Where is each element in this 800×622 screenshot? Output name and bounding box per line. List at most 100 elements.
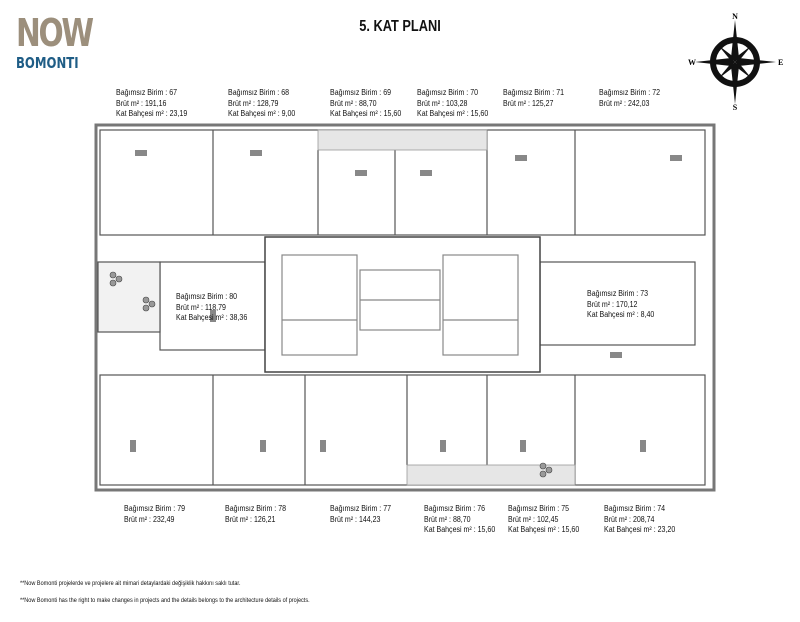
compass-rose-icon: N S W E	[688, 12, 783, 110]
unit-label: Bağımsız Birim :	[330, 88, 384, 97]
unit-id: 68	[281, 88, 290, 97]
unit-id: 79	[177, 504, 186, 513]
compass-w: W	[688, 58, 696, 67]
brut-value: 191,16	[144, 98, 167, 108]
garden-label: Kat Bahçesi m² :	[587, 310, 641, 319]
garden-value: 8,40	[640, 310, 655, 319]
brut-label: Brüt m² :	[424, 514, 453, 524]
brut-label: Brüt m² :	[599, 98, 628, 108]
unit-label: Bağımsız Birim :	[604, 504, 658, 513]
garden-value: 9,00	[281, 109, 296, 118]
brut-value: 103,28	[445, 98, 468, 108]
unit-72-label: Bağımsız Birim : 72 Brüt m² : 242,03	[599, 88, 660, 109]
unit-77-label: Bağımsız Birim : 77 Brüt m² : 144,23	[330, 504, 391, 525]
garden-label: Kat Bahçesi m² :	[176, 313, 230, 322]
unit-label: Bağımsız Birim :	[116, 88, 170, 97]
disclaimer-tr: **Now Bomonti projelerde ve projelere ai…	[20, 580, 241, 587]
unit-id: 80	[229, 292, 238, 301]
logo-bomonti: BOMONTI	[16, 54, 79, 72]
brut-value: 88,70	[358, 98, 377, 108]
garden-value: 15,60	[477, 525, 496, 534]
unit-label: Bağımsız Birim :	[599, 88, 653, 97]
brut-value: 128,79	[256, 98, 279, 108]
brut-value: 125,27	[531, 98, 554, 108]
unit-label: Bağımsız Birim :	[176, 292, 230, 301]
garden-label: Kat Bahçesi m² :	[424, 525, 478, 534]
unit-74-label: Bağımsız Birim : 74 Brüt m² : 208,74 Kat…	[604, 504, 675, 536]
unit-id: 73	[640, 289, 649, 298]
unit-80-label: Bağımsız Birim : 80 Brüt m² : 118,79 Kat…	[176, 292, 247, 324]
unit-76-label: Bağımsız Birim : 76 Brüt m² : 88,70 Kat …	[424, 504, 495, 536]
unit-70-label: Bağımsız Birim : 70 Brüt m² : 103,28 Kat…	[417, 88, 488, 120]
terrace-80	[97, 261, 161, 333]
unit-id: 69	[383, 88, 392, 97]
unit-label: Bağımsız Birim :	[587, 289, 641, 298]
unit-75-label: Bağımsız Birim : 75 Brüt m² : 102,45 Kat…	[508, 504, 579, 536]
brut-value: 102,45	[536, 514, 559, 524]
unit-79-label: Bağımsız Birim : 79 Brüt m² : 232,49	[124, 504, 185, 525]
unit-id: 72	[652, 88, 661, 97]
building-outline	[94, 123, 716, 492]
brut-label: Brüt m² :	[587, 299, 616, 309]
brut-value: 88,70	[452, 514, 471, 524]
unit-id: 76	[477, 504, 486, 513]
unit-id: 71	[556, 88, 565, 97]
brut-label: Brüt m² :	[124, 514, 153, 524]
brut-label: Brüt m² :	[330, 98, 359, 108]
garden-terrace-bottom	[406, 464, 576, 486]
unit-id: 74	[657, 504, 666, 513]
garden-label: Kat Bahçesi m² :	[417, 109, 471, 118]
garden-value: 23,20	[657, 525, 676, 534]
page-title: 5. KAT PLANI	[359, 18, 441, 35]
brut-value: 208,74	[632, 514, 655, 524]
garden-label: Kat Bahçesi m² :	[228, 109, 282, 118]
brut-value: 170,12	[615, 299, 638, 309]
garden-value: 38,36	[229, 313, 248, 322]
brut-label: Brüt m² :	[417, 98, 446, 108]
brut-label: Brüt m² :	[604, 514, 633, 524]
unit-71-label: Bağımsız Birim : 71 Brüt m² : 125,27	[503, 88, 564, 109]
unit-id: 70	[470, 88, 479, 97]
garden-value: 15,60	[470, 109, 489, 118]
compass-e: E	[778, 58, 783, 67]
compass-n: N	[732, 12, 738, 21]
unit-label: Bağımsız Birim :	[228, 88, 282, 97]
core	[264, 236, 541, 373]
unit-69-label: Bağımsız Birim : 69 Brüt m² : 88,70 Kat …	[330, 88, 401, 120]
brut-label: Brüt m² :	[503, 98, 532, 108]
brut-value: 232,49	[152, 514, 175, 524]
disclaimer-en: **Now Bomonti has the right to make chan…	[20, 597, 310, 604]
compass-s: S	[733, 103, 738, 110]
unit-id: 67	[169, 88, 178, 97]
garden-label: Kat Bahçesi m² :	[604, 525, 658, 534]
brut-value: 242,03	[627, 98, 650, 108]
unit-68-label: Bağımsız Birim : 68 Brüt m² : 128,79 Kat…	[228, 88, 295, 120]
garden-value: 23,19	[169, 109, 188, 118]
brut-label: Brüt m² :	[228, 98, 257, 108]
unit-label: Bağımsız Birim :	[508, 504, 562, 513]
garden-label: Kat Bahçesi m² :	[330, 109, 384, 118]
unit-label: Bağımsız Birim :	[330, 504, 384, 513]
unit-label: Bağımsız Birim :	[124, 504, 178, 513]
unit-78-label: Bağımsız Birim : 78 Brüt m² : 126,21	[225, 504, 286, 525]
garden-value: 15,60	[561, 525, 580, 534]
brut-value: 144,23	[358, 514, 381, 524]
unit-id: 78	[278, 504, 287, 513]
unit-id: 75	[561, 504, 570, 513]
garden-label: Kat Bahçesi m² :	[116, 109, 170, 118]
unit-label: Bağımsız Birim :	[503, 88, 557, 97]
unit-label: Bağımsız Birim :	[225, 504, 279, 513]
brut-label: Brüt m² :	[508, 514, 537, 524]
unit-id: 77	[383, 504, 392, 513]
unit-label: Bağımsız Birim :	[417, 88, 471, 97]
brut-label: Brüt m² :	[330, 514, 359, 524]
garden-value: 15,60	[383, 109, 402, 118]
now-bomonti-logo: NOW BOMONTI	[16, 14, 94, 72]
brut-value: 118,79	[204, 302, 226, 312]
garden-terrace-top	[317, 129, 488, 151]
garden-label: Kat Bahçesi m² :	[508, 525, 562, 534]
unit-73-label: Bağımsız Birim : 73 Brüt m² : 170,12 Kat…	[587, 289, 654, 321]
brut-label: Brüt m² :	[116, 98, 145, 108]
brut-label: Brüt m² :	[225, 514, 254, 524]
